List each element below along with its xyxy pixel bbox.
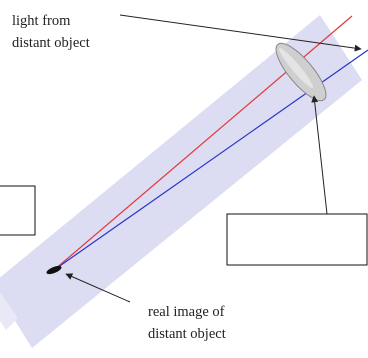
- image-label-line1: real image of: [148, 304, 225, 320]
- light-pointer-arrow: [119, 14, 362, 52]
- light-label-line1: light from: [12, 13, 71, 29]
- image-label-line2: distant object: [148, 326, 226, 342]
- blank-box-left: [0, 185, 36, 236]
- blank-box-right: [226, 213, 368, 266]
- real-image-spot: [46, 265, 62, 275]
- tube-eyepiece-end: [0, 292, 18, 330]
- lens-pointer-arrow: [311, 95, 328, 215]
- lens-highlight: [279, 47, 313, 89]
- light-label-line2: distant object: [12, 35, 90, 51]
- image-pointer-arrow: [65, 273, 131, 303]
